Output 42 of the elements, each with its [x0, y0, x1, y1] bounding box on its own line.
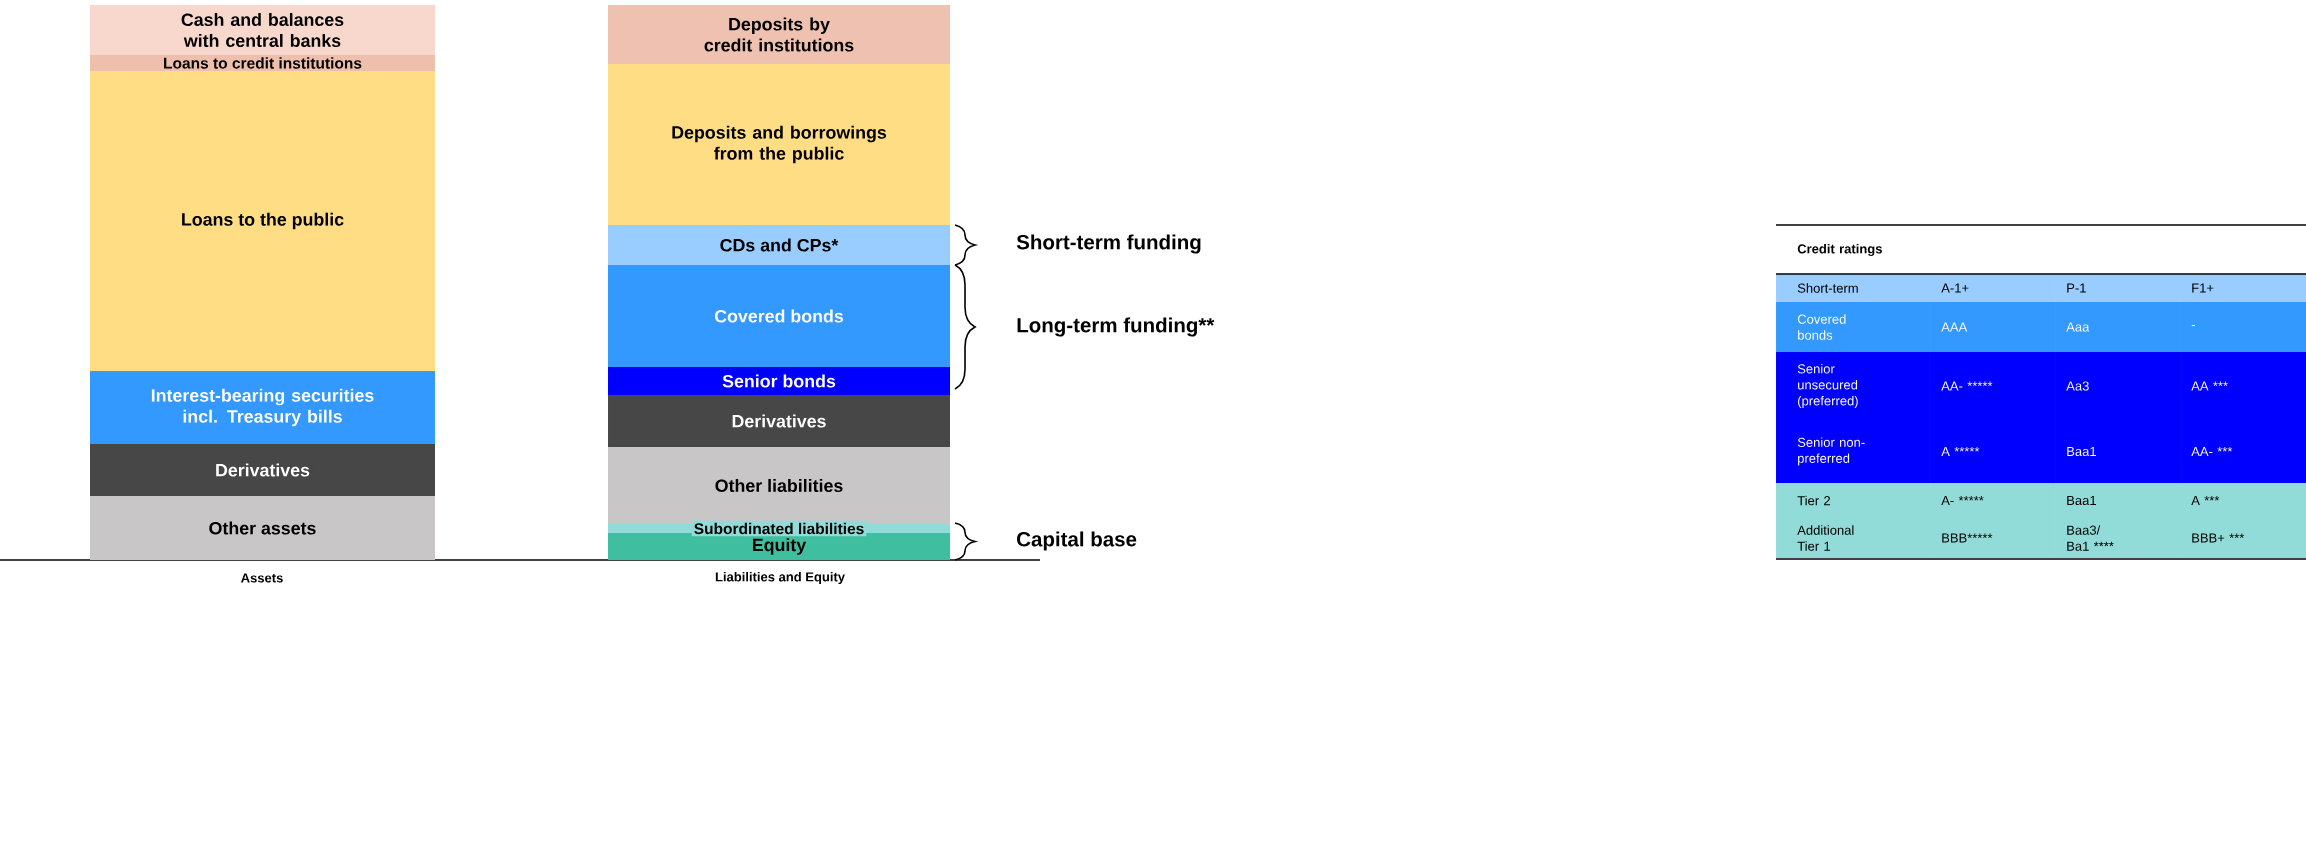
axis-label: Liabilities and Equity: [715, 571, 845, 585]
table-cell: AA- *****: [1930, 352, 2056, 420]
table-cell: -: [2180, 302, 2306, 352]
table-cell: AA ***: [2180, 352, 2306, 420]
table-cell: Additional Tier 1: [1776, 518, 1930, 558]
balance-band: Derivatives: [608, 395, 950, 447]
balance-band: Other assets: [90, 496, 435, 560]
balance-band: Subordinated liabilities: [608, 520, 950, 537]
table-cell: Baa1: [2055, 483, 2181, 518]
balance-band: Loans to the public: [90, 71, 435, 371]
table-cell: A- *****: [1930, 483, 2056, 518]
balance-band: Covered bonds: [608, 265, 950, 367]
table-cell: AA- ***: [2180, 420, 2306, 483]
table-cell: Short-term: [1776, 274, 1930, 302]
brace-label: Short-term funding: [1016, 234, 1201, 254]
table-cell: Tier 2: [1776, 483, 1930, 518]
balance-band: CDs and CPs*: [608, 225, 950, 265]
table-cell: F1+: [2180, 274, 2306, 302]
table-header: Credit ratings: [1797, 243, 1882, 257]
table-cell: A ***: [2180, 483, 2306, 518]
table-cell: Covered bonds: [1776, 302, 1930, 352]
table-cell: Baa1: [2055, 420, 2181, 483]
table-cell: AAA: [1930, 302, 2056, 352]
table-cell: BBB*****: [1930, 518, 2056, 558]
balance-band: Interest-bearing securities incl. Treasury bills: [90, 371, 435, 444]
balance-band: Derivatives: [90, 444, 435, 496]
axis-label: Assets: [241, 573, 283, 583]
table-cell: Senior unsecured (preferred): [1776, 352, 1930, 420]
table-cell: P-1: [2055, 274, 2181, 302]
table-cell: Senior non-preferred: [1776, 420, 1930, 483]
balance-band: Deposits and borrowings from the public: [608, 64, 950, 225]
brace-label: Long-term funding**: [1017, 317, 1215, 337]
brace-label: Capital base: [1017, 531, 1137, 551]
table-cell: A *****: [1930, 420, 2056, 483]
table-cell: Aaa: [2055, 302, 2181, 352]
table-cell: A-1+: [1930, 274, 2056, 302]
table-cell: Aa3: [2055, 352, 2181, 420]
table-cell: BBB+ ***: [2180, 518, 2306, 558]
balance-band: Cash and balances with central banks: [90, 5, 435, 55]
balance-band: Senior bonds: [608, 367, 950, 395]
table-cell: Baa3/ Ba1 ****: [2055, 518, 2181, 558]
balance-band: Deposits by credit institutions: [608, 5, 950, 64]
